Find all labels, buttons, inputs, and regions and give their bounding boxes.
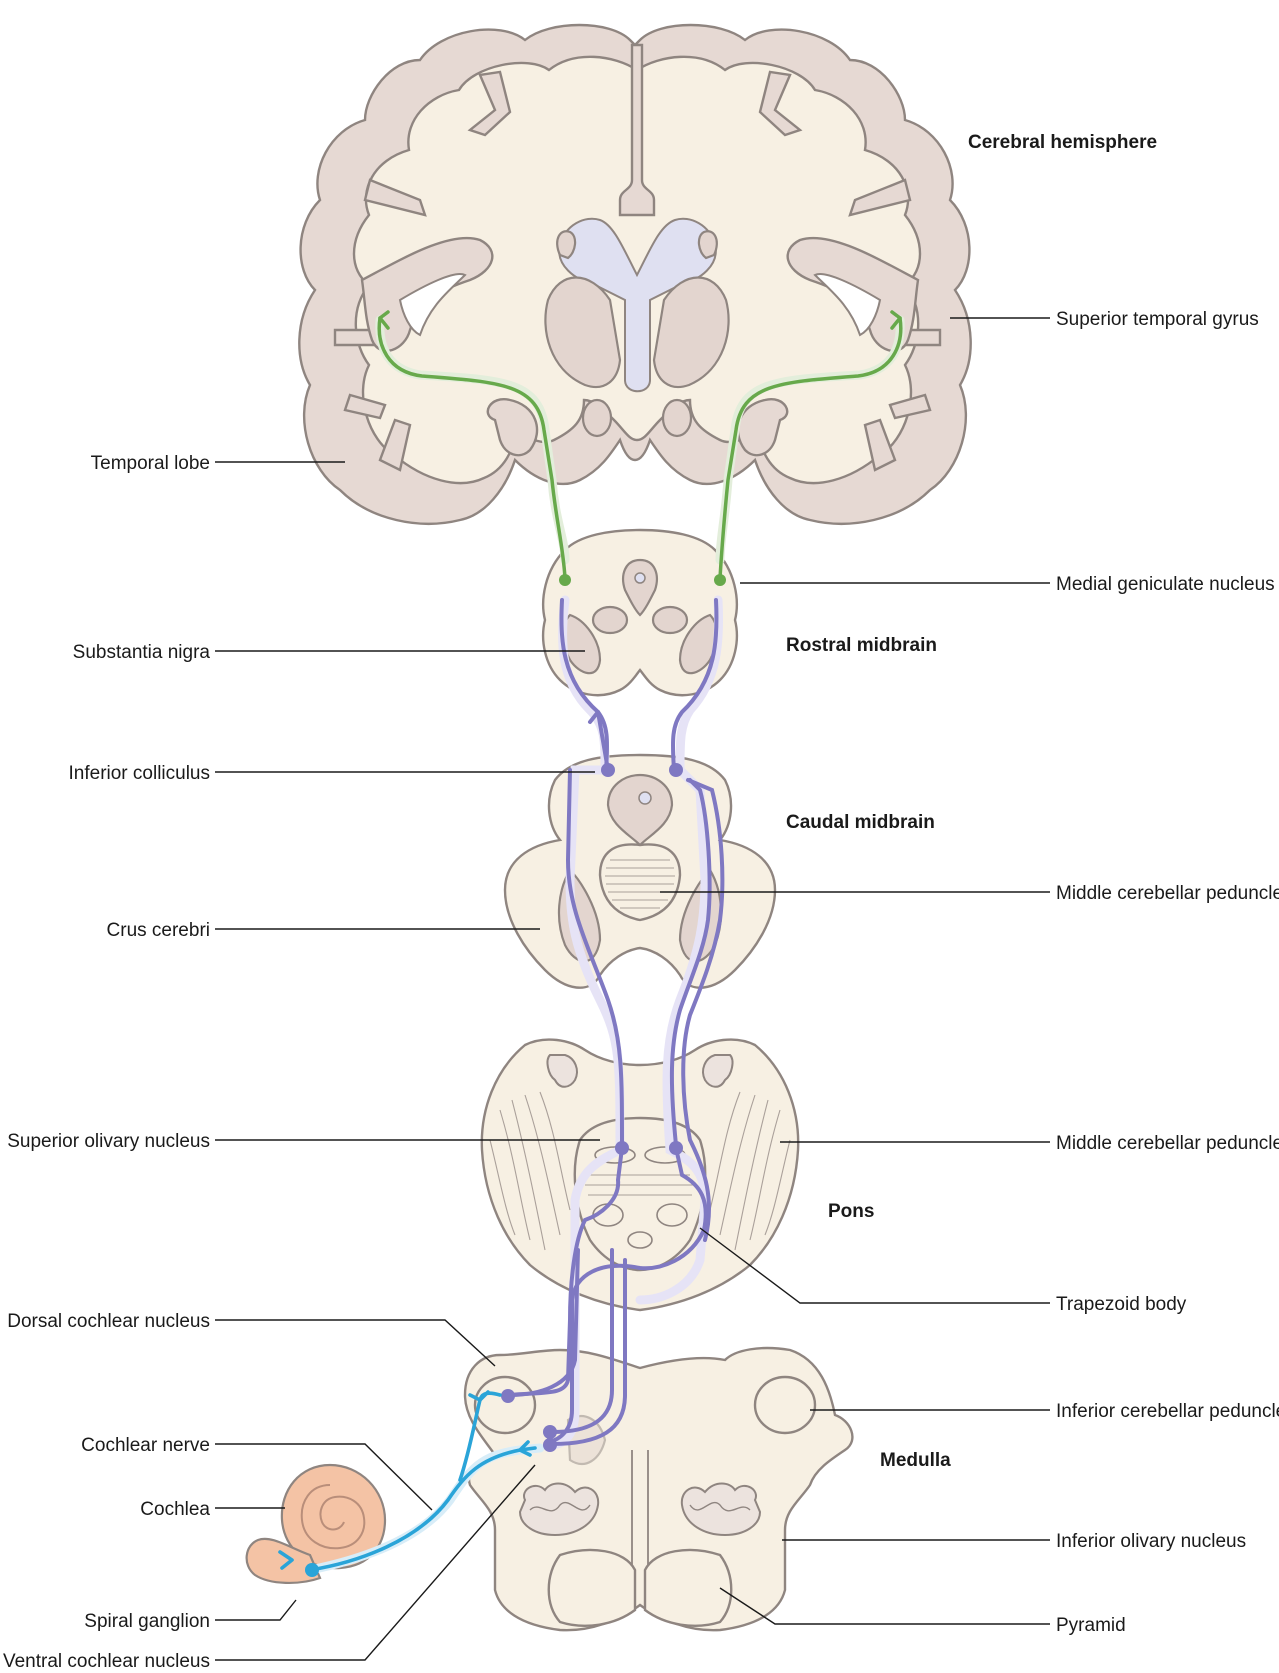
- label-superior-olivary-nucleus: Superior olivary nucleus: [7, 1131, 210, 1152]
- label-inferior-cerebellar-peduncle: Inferior cerebellar peduncle: [1056, 1401, 1279, 1422]
- label-substantia-nigra: Substantia nigra: [73, 642, 211, 663]
- caudal-midbrain: [503, 753, 777, 989]
- cerebral-hemisphere: [298, 23, 972, 525]
- label-crus-cerebri: Crus cerebri: [107, 920, 210, 941]
- label-trapezoid-body: Trapezoid body: [1056, 1294, 1187, 1315]
- title-pons: Pons: [828, 1201, 874, 1222]
- title-rostral-midbrain: Rostral midbrain: [786, 635, 937, 656]
- cochlea: [245, 1463, 387, 1585]
- label-inferior-colliculus: Inferior colliculus: [69, 763, 211, 784]
- title-cerebral-hemisphere: Cerebral hemisphere: [968, 132, 1157, 153]
- label-middle-cerebellar-peduncle-lower: Middle cerebellar peduncle: [1056, 1133, 1279, 1154]
- leader-lines: [215, 317, 1050, 1661]
- label-pyramid: Pyramid: [1056, 1615, 1126, 1636]
- label-ventral-cochlear-nucleus: Ventral cochlear nucleus: [3, 1651, 210, 1672]
- blue-cochlear-nerve: [278, 1390, 537, 1577]
- title-medulla: Medulla: [880, 1450, 951, 1471]
- medulla: [463, 1346, 854, 1632]
- purple-lemniscal-tract: [501, 598, 725, 1452]
- label-middle-cerebellar-peduncle-upper: Middle cerebellar peduncle: [1056, 883, 1279, 904]
- label-temporal-lobe: Temporal lobe: [91, 453, 210, 474]
- label-cochlea: Cochlea: [140, 1499, 210, 1520]
- rostral-midbrain: [541, 528, 739, 697]
- title-caudal-midbrain: Caudal midbrain: [786, 812, 935, 833]
- label-superior-temporal-gyrus: Superior temporal gyrus: [1056, 309, 1259, 330]
- label-medial-geniculate-nucleus: Medial geniculate nucleus: [1056, 574, 1275, 595]
- label-cochlear-nerve: Cochlear nerve: [81, 1435, 210, 1456]
- label-dorsal-cochlear-nucleus: Dorsal cochlear nucleus: [7, 1311, 210, 1332]
- label-inferior-olivary-nucleus: Inferior olivary nucleus: [1056, 1531, 1246, 1552]
- label-spiral-ganglion: Spiral ganglion: [84, 1611, 210, 1632]
- green-thalamocortical-tract: [377, 310, 903, 586]
